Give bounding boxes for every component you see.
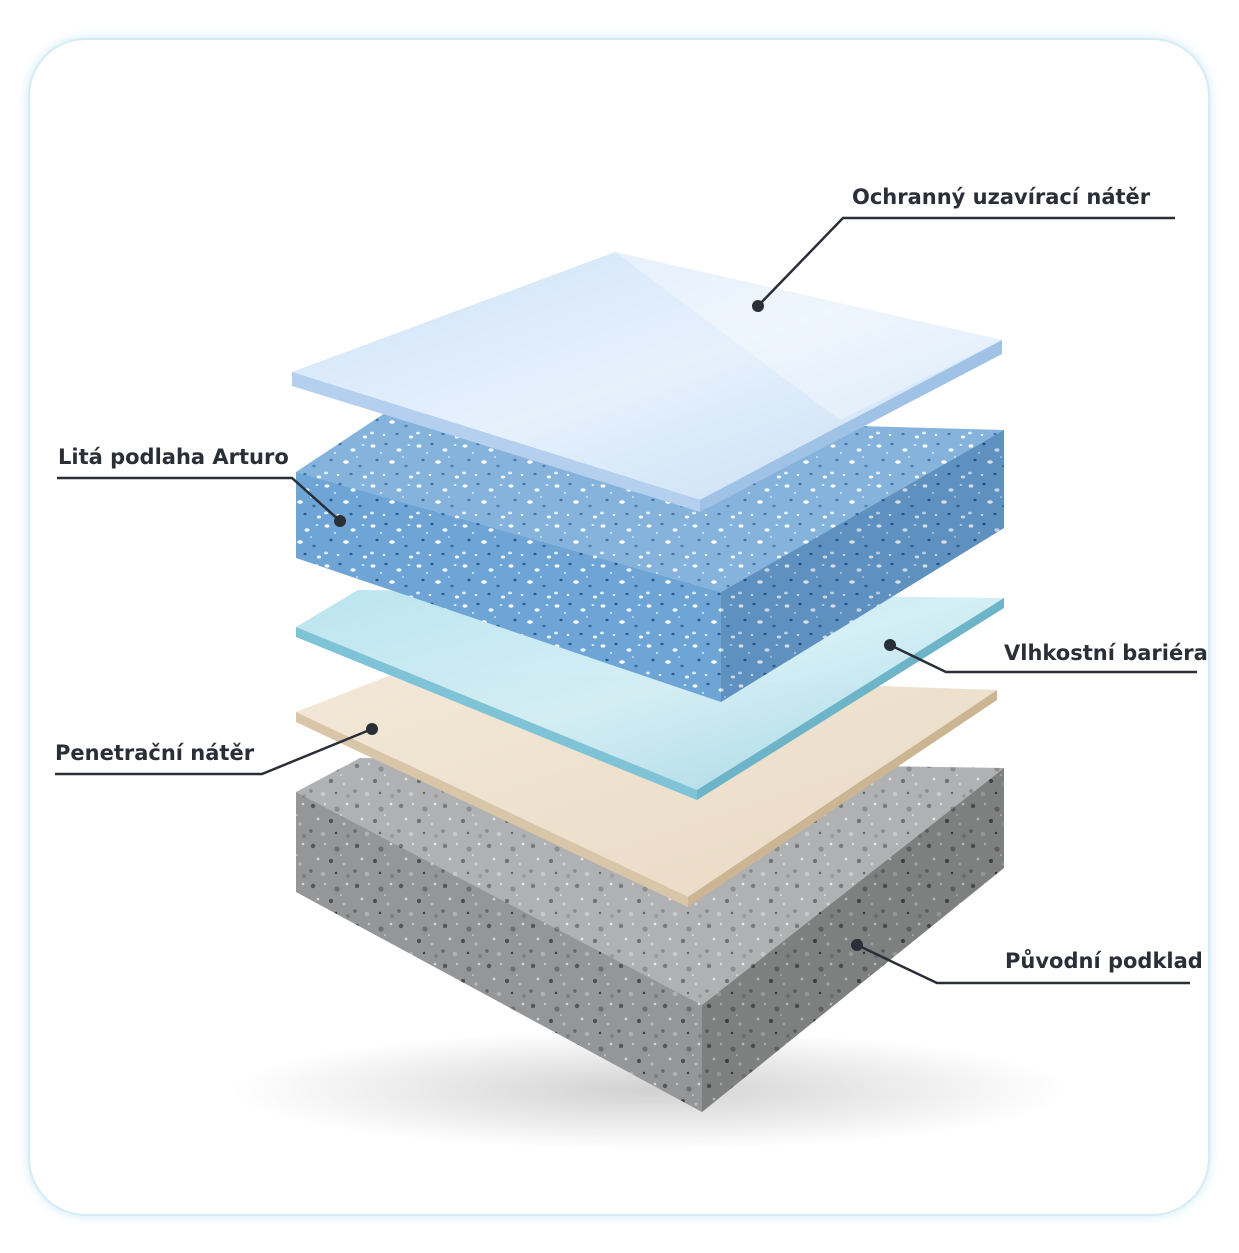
leader-lines	[55, 216, 1197, 985]
leader-dots	[334, 300, 896, 951]
label-protective-sealer: Ochranný uzavírací nátěr	[852, 185, 1151, 209]
moisture-barrier-layer	[296, 590, 1004, 800]
label-arturo-floor: Litá podlaha Arturo	[58, 445, 289, 469]
arturo-floor-layer	[296, 413, 1004, 702]
primer-layer	[296, 670, 997, 907]
label-primer: Penetrační nátěr	[55, 741, 255, 765]
label-substrate: Původní podklad	[1005, 949, 1203, 973]
label-moisture-barrier: Vlhkostní bariéra	[1004, 641, 1208, 665]
protective-sealer-layer	[292, 252, 1002, 512]
